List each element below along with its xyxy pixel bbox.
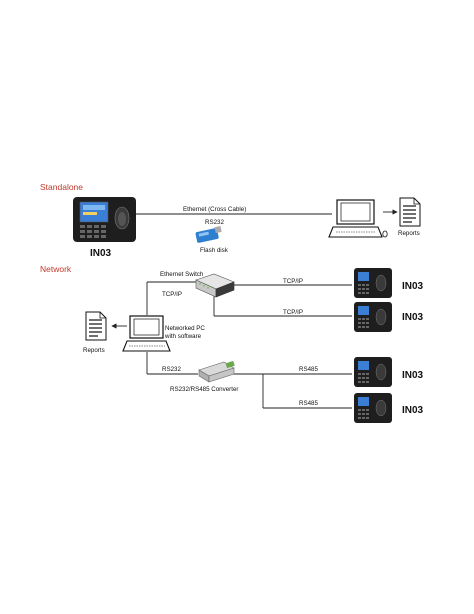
standalone-reports-document-icon [399,197,421,227]
flash-disk-icon [195,226,222,243]
converter-label: RS232/RS485 Converter [170,386,238,393]
standalone-reports-label: Reports [398,230,420,237]
standalone-title: Standalone [40,182,83,192]
network-wiring [146,281,352,409]
flash-disk-label: Flash disk [200,247,229,254]
standalone-terminal-icon [73,197,136,242]
network-title: Network [40,264,72,274]
network-device-label-3: IN03 [402,370,424,381]
ethernet-label: Ethernet (Cross Cable) [183,206,246,213]
pc-label-line2: with software [164,333,202,340]
switch-label: Ethernet Switch [160,271,204,278]
network-terminal-2-icon [354,302,392,332]
converter-icon [198,360,235,383]
network-terminal-3-icon [354,357,392,387]
pc-label-line1: Networked PC [165,325,205,332]
rs485-top-label: RS485 [299,366,318,373]
ethernet-switch-icon [195,273,235,298]
standalone-computer-icon [328,199,388,238]
network-rs232-label: RS232 [162,366,181,373]
standalone-device-label: IN03 [90,248,112,259]
network-reports-document-icon [85,311,107,341]
networked-pc-computer-icon [122,315,171,352]
rs485-bottom-label: RS485 [299,400,318,407]
network-device-label-1: IN03 [402,281,424,292]
network-terminal-1-icon [354,268,392,298]
network-terminal-4-icon [354,393,392,423]
network-device-label-2: IN03 [402,312,424,323]
network-reports-label: Reports [83,347,105,354]
tcpip-bottom-label: TCP/IP [283,309,303,316]
standalone-rs232-label: RS232 [205,219,224,226]
tcpip-top-label: TCP/IP [283,278,303,285]
tcpip-left-label: TCP/IP [162,291,182,298]
network-device-label-4: IN03 [402,405,424,416]
